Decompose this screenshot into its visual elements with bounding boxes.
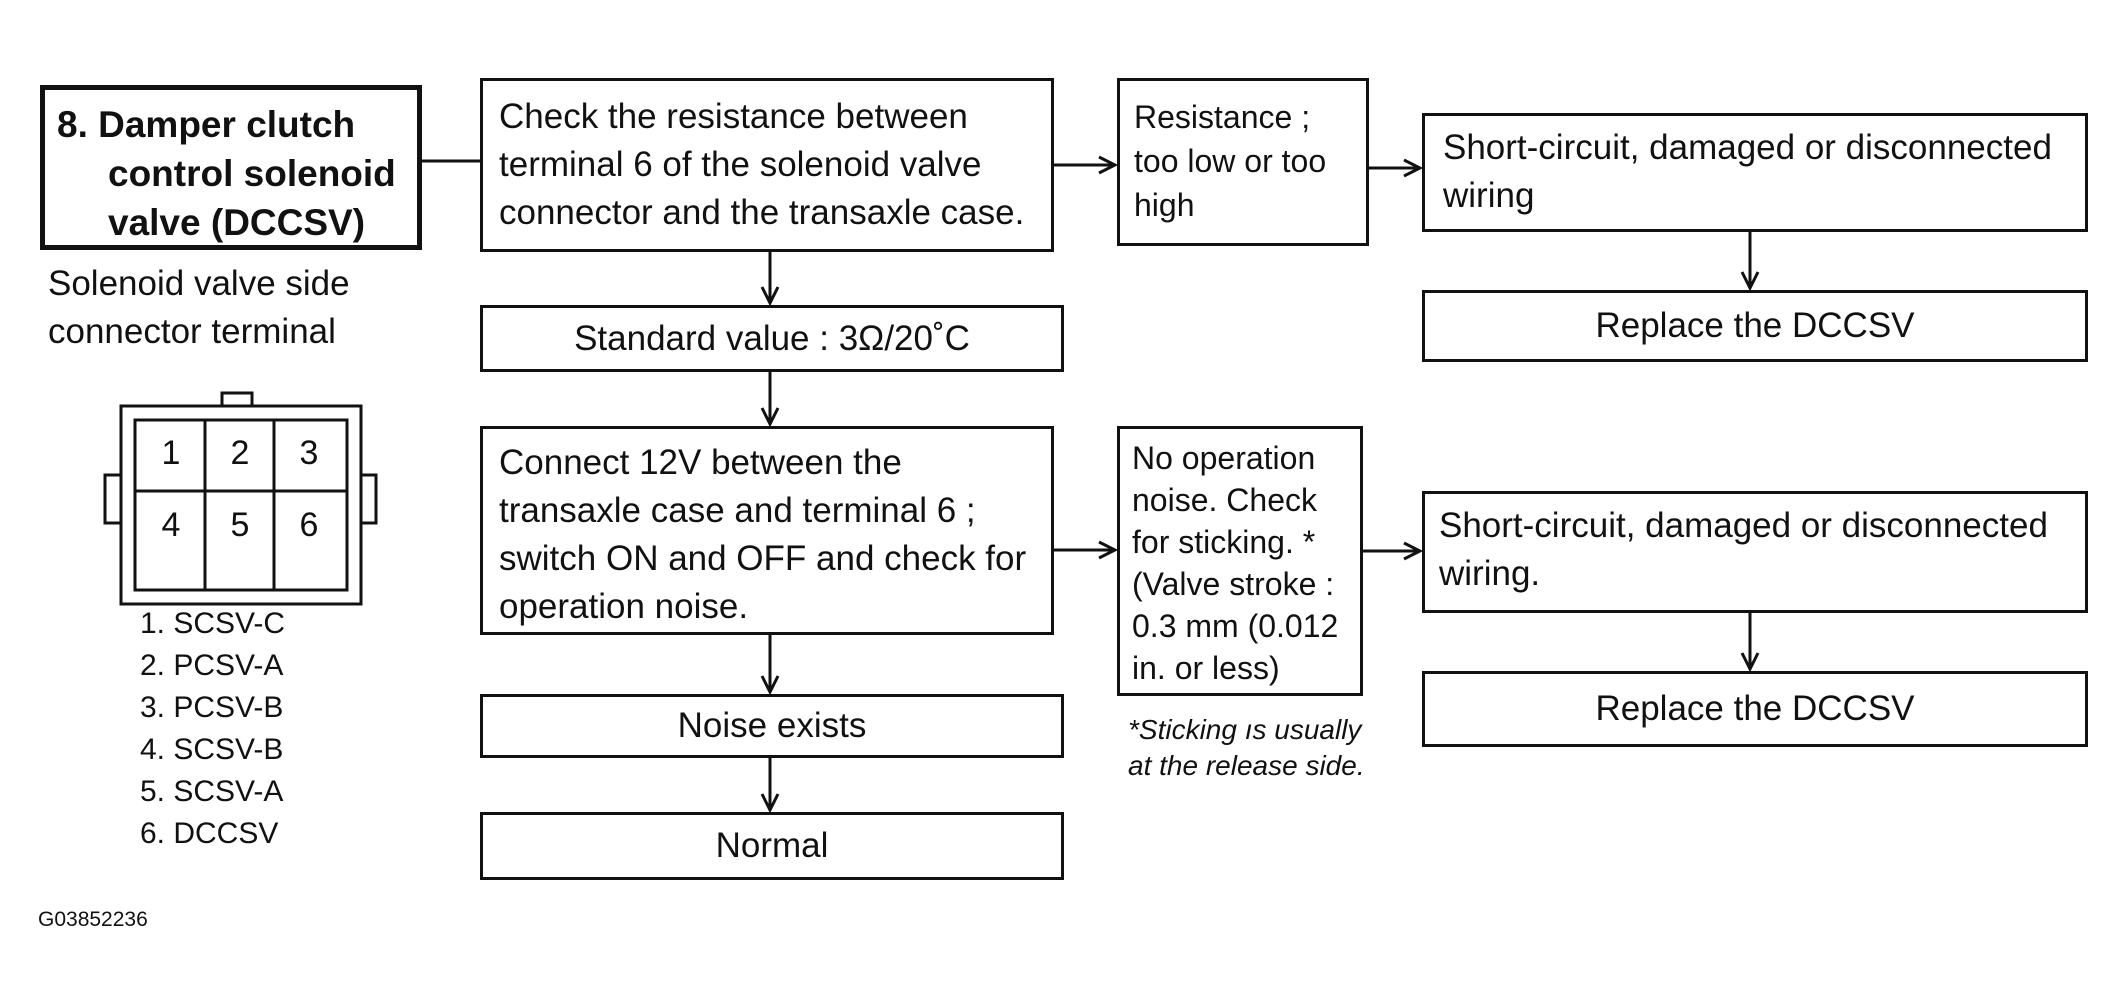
no-operation-line: noise. Check	[1132, 482, 1317, 518]
connect-line: transaxle case and terminal 6 ;	[499, 491, 976, 530]
check-resistance-box: Check the resistance between terminal 6 …	[480, 78, 1054, 252]
no-operation-line: for sticking. *	[1132, 524, 1316, 560]
connect-12v-box: Connect 12V between the transaxle case a…	[480, 426, 1054, 635]
connector-drawing	[103, 391, 378, 606]
connector-inner-housing	[133, 418, 349, 592]
noise-exists-box: Noise exists	[480, 694, 1064, 758]
terminal-list-item: 2. PCSV-A	[140, 649, 284, 682]
title-line: 8. Damper clutch	[57, 104, 356, 145]
terminal-number: 2	[230, 434, 250, 472]
title-box: 8. Damper clutch control solenoid valve …	[40, 85, 422, 250]
wiring-fault-line: wiring	[1443, 176, 1535, 215]
standard-value-text: Standard value : 3Ω/20˚C	[574, 319, 970, 358]
terminal-list-item: 5. SCSV-A	[140, 775, 284, 808]
no-operation-box: No operation noise. Check for sticking. …	[1117, 426, 1363, 696]
no-operation-line: No operation	[1132, 440, 1316, 476]
terminal-number: 3	[299, 434, 319, 472]
connector-caption: Solenoid valve side connector terminal	[48, 260, 350, 356]
terminal-list-item: 6. DCCSV	[140, 817, 279, 850]
terminal-list-item: 1. SCSV-C	[140, 607, 286, 640]
normal-text: Normal	[715, 826, 829, 865]
check-line: connector and the transaxle case.	[499, 193, 1025, 232]
connect-line: switch ON and OFF and check for	[499, 539, 1027, 578]
noise-exists-text: Noise exists	[677, 706, 867, 745]
sticking-note-line: *Sticking ıs usually	[1128, 714, 1362, 745]
terminal-list-item: 4. SCSV-B	[140, 733, 284, 766]
resistance-line: high	[1134, 187, 1195, 223]
connect-line: Connect 12V between the	[499, 443, 902, 482]
wiring-fault-line: Short-circuit, damaged or disconnected	[1443, 128, 2052, 167]
wiring-fault-line: wiring.	[1439, 554, 1541, 593]
caption-line: connector terminal	[48, 312, 336, 351]
sticking-note-line: at the release side.	[1128, 750, 1365, 781]
figure-code: G03852236	[38, 908, 148, 931]
standard-value-box: Standard value : 3Ω/20˚C	[480, 305, 1064, 372]
connect-line: operation noise.	[499, 587, 749, 626]
title-line: valve (DCCSV)	[108, 202, 366, 243]
terminal-number: 5	[230, 506, 250, 544]
no-operation-line: (Valve stroke :	[1132, 566, 1335, 602]
no-operation-line: in. or less)	[1132, 650, 1280, 686]
resistance-line: Resistance ;	[1134, 99, 1311, 135]
terminal-number: 4	[161, 506, 181, 544]
replace-box-1: Replace the DCCSV	[1422, 290, 2088, 362]
resistance-fault-box: Resistance ; too low or too high	[1117, 78, 1369, 246]
wiring-fault-box-2: Short-circuit, damaged or disconnected w…	[1422, 491, 2088, 613]
resistance-line: too low or too	[1134, 143, 1327, 179]
terminal-number: 1	[161, 434, 181, 472]
replace-box-2: Replace the DCCSV	[1422, 671, 2088, 747]
terminal-number: 6	[299, 506, 319, 544]
wiring-fault-line: Short-circuit, damaged or disconnected	[1439, 506, 2048, 545]
wiring-fault-box-1: Short-circuit, damaged or disconnected w…	[1422, 113, 2088, 232]
no-operation-line: 0.3 mm (0.012	[1132, 608, 1339, 644]
normal-box: Normal	[480, 812, 1064, 880]
title-line: control solenoid	[108, 153, 396, 194]
replace-text: Replace the DCCSV	[1595, 689, 1915, 728]
check-line: terminal 6 of the solenoid valve	[499, 145, 982, 184]
check-line: Check the resistance between	[499, 97, 968, 136]
terminal-list: 1. SCSV-C 2. PCSV-A 3. PCSV-B 4. SCSV-B …	[140, 603, 285, 855]
caption-line: Solenoid valve side	[48, 264, 350, 303]
replace-text: Replace the DCCSV	[1595, 306, 1915, 345]
terminal-list-item: 3. PCSV-B	[140, 691, 284, 724]
sticking-note: *Sticking ıs usually at the release side…	[1128, 712, 1365, 784]
